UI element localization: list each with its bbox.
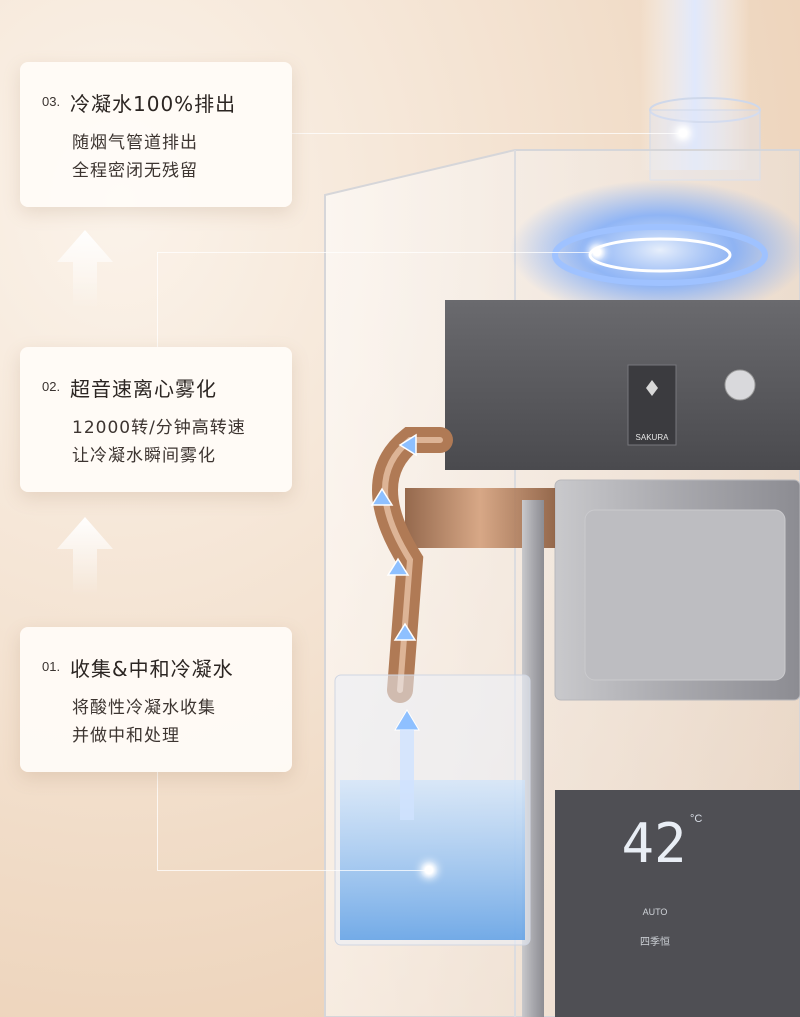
indicator-dot-02 (588, 243, 606, 261)
mode-label: AUTO (643, 907, 668, 917)
step-number: 03. (42, 94, 61, 109)
step-card-02: 02. 超音速离心雾化 12000转/分钟高转速 让冷凝水瞬间雾化 (20, 347, 292, 492)
leader-line-01-v (157, 772, 158, 870)
leader-line-02-v (157, 252, 158, 347)
step-card-01: 01. 收集&中和冷凝水 将酸性冷凝水收集 并做中和处理 (20, 627, 292, 772)
step-title: 超音速离心雾化 (70, 377, 217, 401)
step-desc-line2: 让冷凝水瞬间雾化 (72, 446, 216, 466)
up-arrow-icon (57, 230, 113, 308)
step-number: 02. (42, 379, 61, 394)
step-desc-line2: 并做中和处理 (72, 726, 180, 746)
panel-label: 四季恒 (640, 935, 670, 948)
leader-line-01-h (157, 870, 427, 871)
step-desc-line1: 将酸性冷凝水收集 (72, 698, 216, 718)
step-desc-line2: 全程密闭无残留 (72, 161, 198, 181)
indicator-dot-03 (674, 124, 692, 142)
indicator-dot-01 (420, 861, 438, 879)
sakura-flower-icon (646, 380, 658, 396)
step-card-03: 03. 冷凝水100%排出 随烟气管道排出 全程密闭无残留 (20, 62, 292, 207)
step-desc-line1: 随烟气管道排出 (72, 133, 198, 153)
leader-line-03 (292, 133, 682, 134)
temperature-display: 42 (621, 812, 686, 875)
leader-line-02-h (157, 252, 597, 253)
step-number: 01. (42, 659, 61, 674)
up-arrow-icon (57, 517, 113, 595)
brand-logo: SAKURA (636, 433, 670, 442)
temperature-unit: °C (690, 813, 702, 825)
step-desc-line1: 12000转/分钟高转速 (72, 418, 246, 438)
step-title: 收集&中和冷凝水 (70, 657, 234, 681)
step-title: 冷凝水100%排出 (70, 92, 237, 116)
